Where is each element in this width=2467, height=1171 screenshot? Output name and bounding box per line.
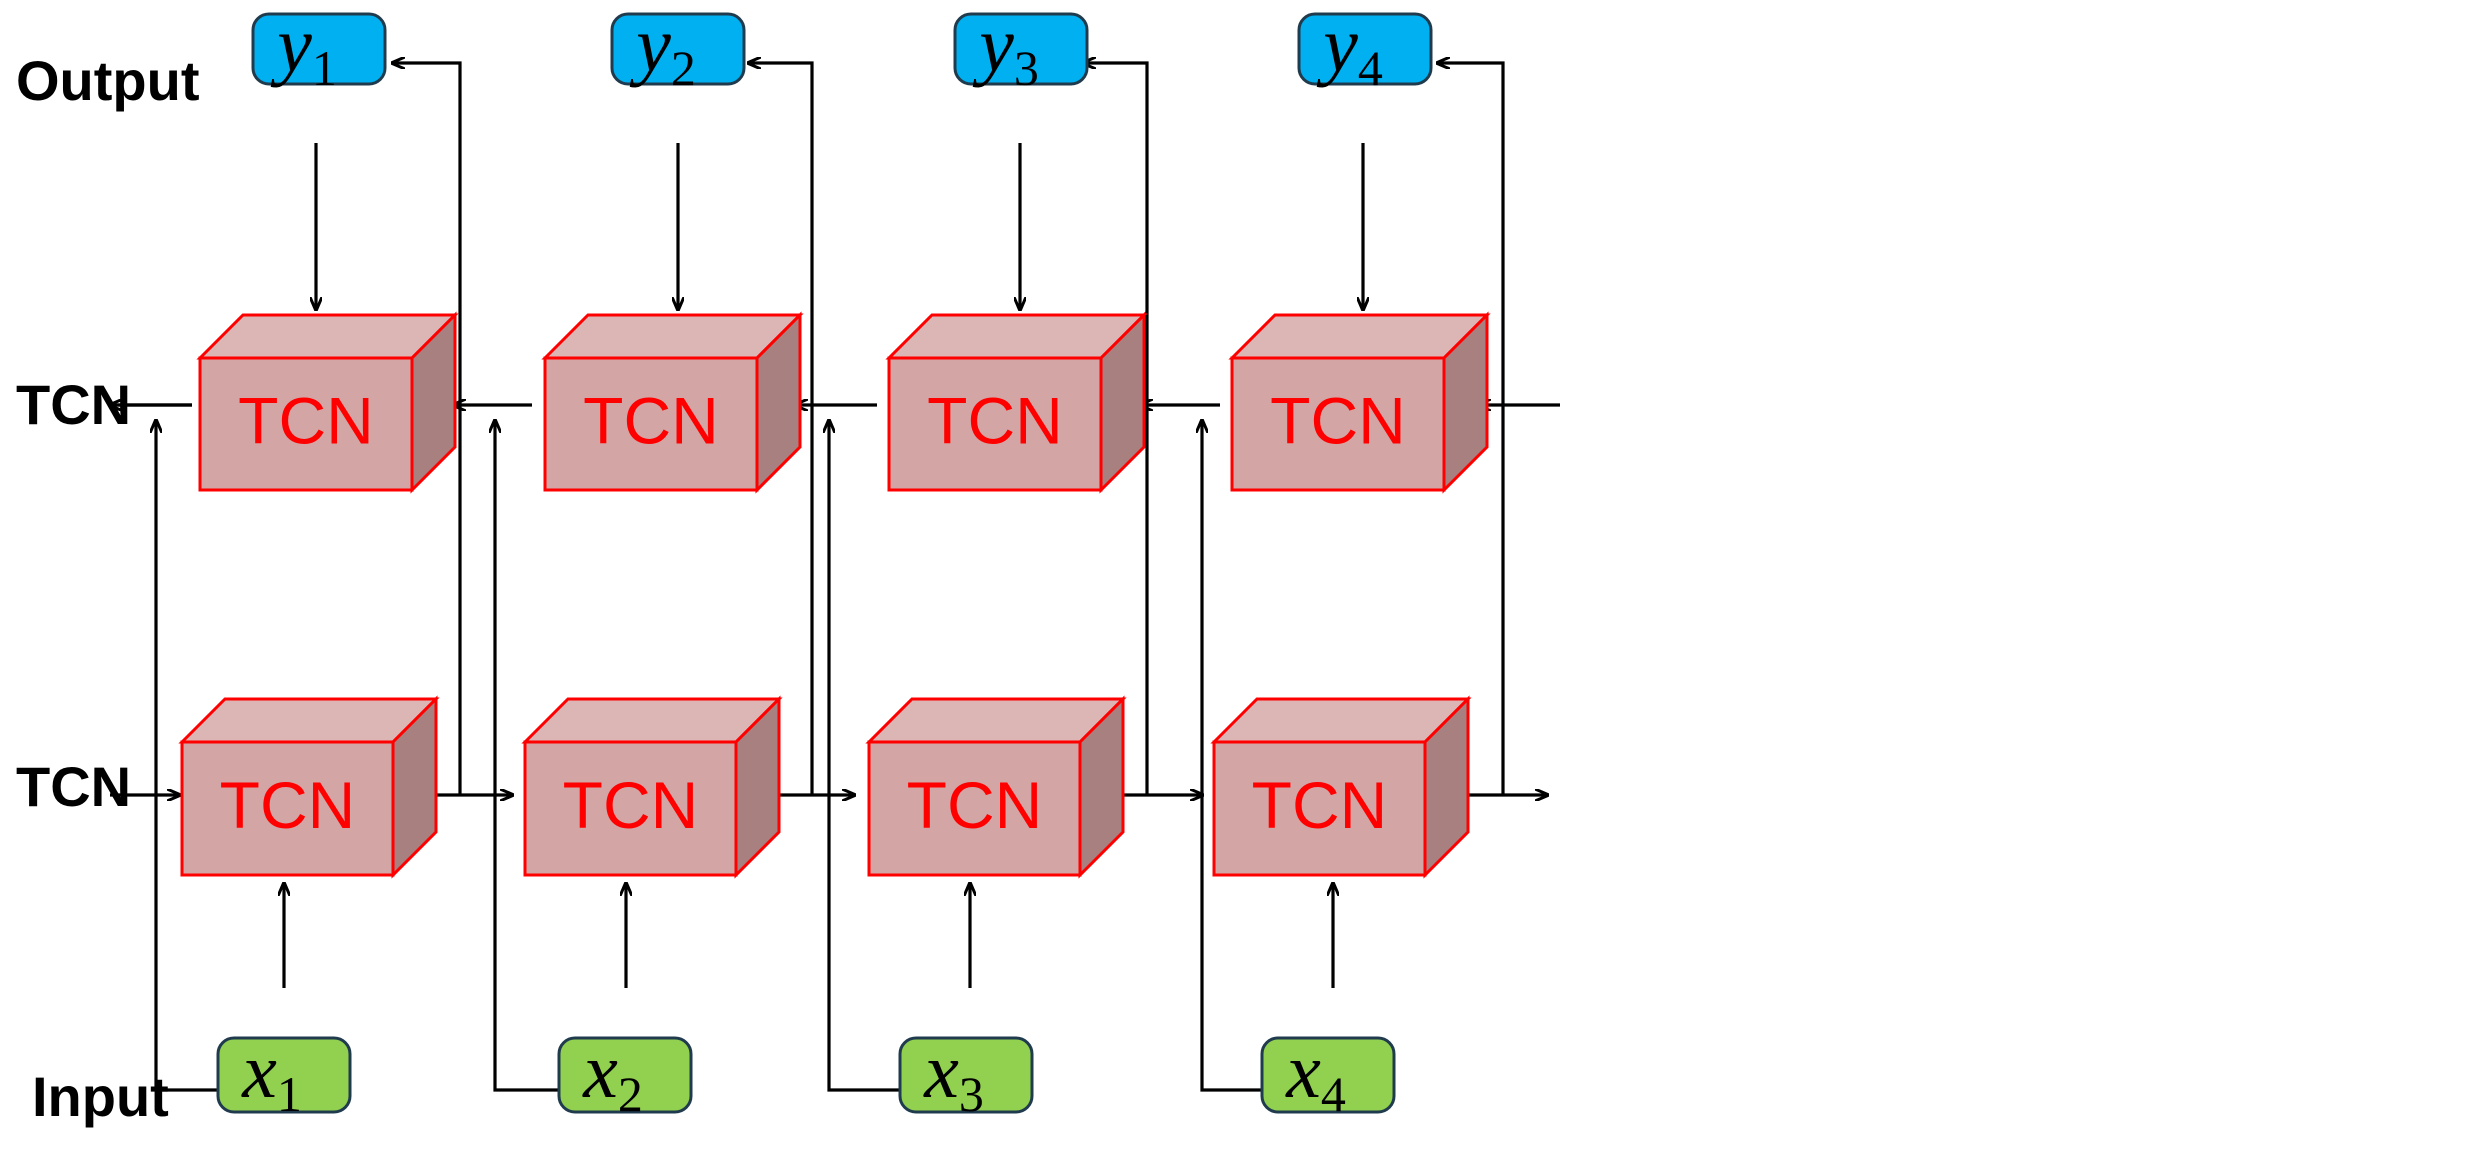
tcn-block-front-face [198,356,414,492]
output-y1-box [251,12,387,86]
tcn-block-label: TCN [583,383,719,457]
input-x1: x1 [216,1027,352,1122]
output-y3-label: y3 [972,1,1039,96]
input-x1-label: x1 [241,1027,302,1122]
output-y2-variable: y [629,1,671,88]
forward-tcn-block-2: TCN [521,695,783,879]
input-x1-subscript: 1 [277,1066,302,1122]
forward-tcn-block-3: TCN [865,695,1127,879]
tcn-block-front-face [543,356,759,492]
input-x4-variable: x [1285,1027,1321,1114]
output-y2-box [610,12,746,86]
tcn-block-front-face [887,356,1103,492]
output-y3: y3 [953,1,1089,96]
tcn-block-front-face [867,740,1082,877]
input-x3-box [898,1036,1034,1114]
output-y2: y2 [610,1,746,96]
tcn-block-front-face [1230,356,1446,492]
tcn-block-front-face [523,740,738,877]
tcn-block-label: TCN [907,768,1043,842]
tcn-block-front-face [1212,740,1427,877]
tcn-block-label: TCN [238,383,374,457]
input-x3-variable: x [923,1027,959,1114]
input-x3: x3 [898,1027,1034,1122]
tcn-block-label: TCN [563,768,699,842]
connectors [110,63,1560,1092]
input-x2-subscript: 2 [618,1066,643,1122]
output-row-label: Output [16,49,199,112]
output-y2-subscript: 2 [671,40,696,96]
forward-tcn-block-4: TCN [1210,695,1472,879]
output-y3-subscript: 3 [1014,40,1039,96]
forward-to-output-connection-1 [392,63,462,795]
output-y1-variable: y [270,1,312,88]
backward-tcn-block-4: TCN [1228,311,1491,494]
input-x2-box [557,1036,693,1114]
forward-tcn-block-1: TCN [178,695,440,879]
tcn-block-front-face [180,740,395,877]
output-y3-box [953,12,1089,86]
input-x3-label: x3 [923,1027,984,1122]
tcn-block-label: TCN [927,383,1063,457]
output-y1-subscript: 1 [312,40,337,96]
output-y2-label: y2 [629,1,696,96]
tcn-block-label: TCN [220,768,356,842]
input-x4-label: x4 [1285,1027,1346,1122]
input-skip-connection-4 [1202,420,1262,1092]
output-y4-box [1297,12,1433,86]
input-skip-connection-3 [829,420,900,1092]
input-row-label: Input [32,1065,169,1128]
input-x4-box [1260,1036,1396,1114]
tcn-forward-row-label: TCN [16,755,131,818]
tcn-block-label: TCN [1270,383,1406,457]
forward-to-output-connection-2 [748,63,814,795]
input-skip-connection-2 [495,420,558,1092]
input-x2: x2 [557,1027,693,1122]
output-y1-label: y1 [270,1,337,96]
tcn-blocks: TCN TCN TCN TCN TCN TCN TCN TCN [178,311,1491,879]
output-y4-subscript: 4 [1358,40,1383,96]
output-y4-label: y4 [1316,1,1383,96]
output-y4: y4 [1297,1,1433,96]
input-x2-label: x2 [582,1027,643,1122]
output-y3-variable: y [972,1,1014,88]
backward-tcn-block-3: TCN [885,311,1148,494]
input-x2-variable: x [582,1027,618,1114]
input-x1-box [216,1036,352,1114]
forward-to-output-connection-3 [1083,63,1149,795]
input-skip-connection-1 [156,420,218,1092]
output-y1: y1 [251,1,387,96]
backward-tcn-block-1: TCN [196,311,459,494]
tcn-block-label: TCN [1252,768,1388,842]
input-x1-variable: x [241,1027,277,1114]
backward-tcn-block-2: TCN [541,311,804,494]
input-x4: x4 [1260,1027,1396,1122]
forward-to-output-connection-4 [1437,63,1505,795]
input-x3-subscript: 3 [959,1066,984,1122]
output-y4-variable: y [1316,1,1358,88]
input-x4-subscript: 4 [1321,1066,1346,1122]
